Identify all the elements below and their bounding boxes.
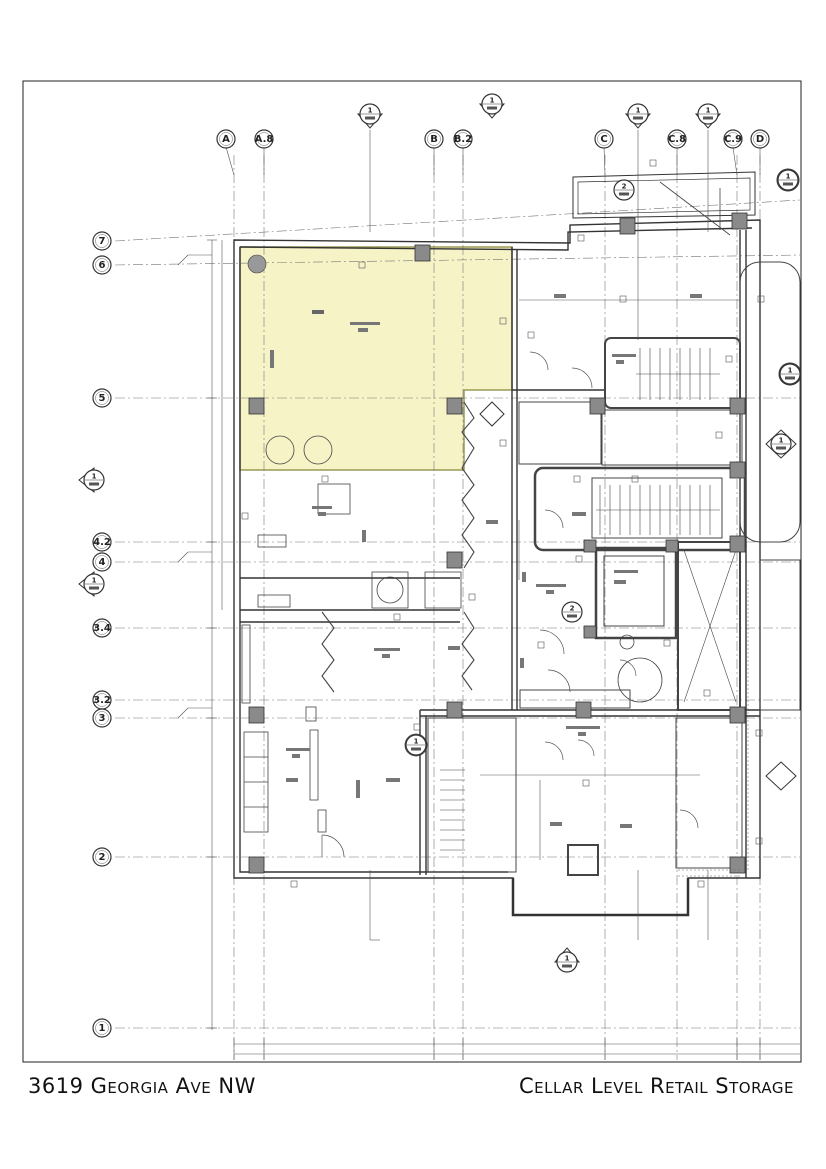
core-rooms bbox=[427, 261, 801, 876]
section-marker-8: 2 bbox=[561, 601, 583, 623]
section-marker-number: 1 bbox=[565, 955, 570, 963]
section-marker-number: 1 bbox=[368, 107, 373, 115]
section-marker-number: 1 bbox=[414, 738, 419, 746]
section-marker-number: 1 bbox=[786, 173, 791, 181]
grid-row-bubble-8-label: 2 bbox=[99, 852, 106, 863]
section-diamonds bbox=[765, 168, 801, 791]
grid-column-bubble-3-label: B.2 bbox=[454, 134, 472, 145]
section-marker-10: 1 bbox=[779, 363, 801, 385]
partition-walls bbox=[321, 401, 475, 693]
grid-column-bubble-7-label: D bbox=[756, 134, 764, 145]
grid-column-bubble-2: B bbox=[424, 129, 444, 149]
dimension-lines bbox=[207, 130, 800, 1060]
section-marker-3: 1 bbox=[694, 103, 722, 129]
grid-row-bubble-6: 3.2 bbox=[92, 690, 112, 710]
round-column bbox=[247, 254, 267, 274]
sheet-frame bbox=[22, 80, 802, 1063]
grid-row-bubble-7-label: 3 bbox=[99, 713, 106, 724]
project-address: 3619 Georgia Ave NW bbox=[28, 1074, 256, 1098]
section-marker-number: 2 bbox=[570, 605, 575, 613]
grid-column-bubble-5: C.8 bbox=[667, 129, 687, 149]
section-marker-1: 1 bbox=[478, 93, 506, 119]
grid-column-bubble-1: A.8 bbox=[254, 129, 274, 149]
grid-column-bubble-2-label: B bbox=[430, 134, 438, 145]
grid-column-bubble-7: D bbox=[750, 129, 770, 149]
grid-row-bubble-1: 6 bbox=[92, 255, 112, 275]
grid-row-bubble-4: 4 bbox=[92, 552, 112, 572]
section-marker-11: 1 bbox=[777, 169, 799, 191]
grid-row-bubble-3: 4.2 bbox=[92, 532, 112, 552]
section-marker-number: 1 bbox=[779, 437, 784, 445]
section-marker-0: 1 bbox=[356, 103, 384, 129]
grid-column-bubble-6: C.9 bbox=[723, 129, 743, 149]
grid-column-bubble-4: C bbox=[594, 129, 614, 149]
section-marker-4: 2 bbox=[613, 179, 635, 201]
grid-column-bubble-0: A bbox=[216, 129, 236, 149]
grid-row-bubble-8: 2 bbox=[92, 847, 112, 867]
grid-row-bubble-2: 5 bbox=[92, 388, 112, 408]
section-marker-7: 1 bbox=[405, 734, 427, 756]
grid-row-bubble-0-label: 7 bbox=[99, 236, 106, 247]
section-marker-number: 1 bbox=[92, 473, 97, 481]
grid-row-bubble-5-label: 3.4 bbox=[93, 623, 111, 634]
grid-column-bubble-0-label: A bbox=[222, 134, 230, 145]
annotation-tags bbox=[241, 159, 765, 888]
structural-columns bbox=[248, 212, 748, 874]
section-marker-number: 1 bbox=[788, 367, 793, 375]
equipment-outlines bbox=[241, 181, 731, 833]
grid-column-bubble-1-label: A.8 bbox=[255, 134, 274, 145]
section-marker-2: 1 bbox=[624, 103, 652, 129]
section-marker-5: 1 bbox=[78, 466, 105, 494]
grid-column-bubble-6-label: C.9 bbox=[724, 134, 742, 145]
section-marker-9: 1 bbox=[553, 947, 581, 973]
section-marker-number: 1 bbox=[636, 107, 641, 115]
section-marker-12: 1 bbox=[770, 433, 792, 455]
sheet-title: Cellar Level Retail Storage bbox=[518, 1074, 794, 1098]
grid-row-bubble-0: 7 bbox=[92, 231, 112, 251]
grid-row-bubble-1-label: 6 bbox=[99, 260, 106, 271]
section-marker-number: 1 bbox=[490, 97, 495, 105]
grid-row-bubble-3-label: 4.2 bbox=[93, 537, 111, 548]
grid-column-bubble-3: B.2 bbox=[453, 129, 473, 149]
retail-storage-room-highlight bbox=[239, 246, 513, 471]
room-label-marks bbox=[270, 294, 702, 828]
foundation-hatch bbox=[678, 580, 749, 877]
grid-row-bubble-9-label: 1 bbox=[99, 1023, 106, 1034]
bubble-leaders bbox=[177, 146, 761, 719]
grid-row-bubble-2-label: 5 bbox=[99, 393, 106, 404]
grid-column-bubble-5-label: C.8 bbox=[668, 134, 686, 145]
section-marker-number: 1 bbox=[92, 577, 97, 585]
section-marker-6: 1 bbox=[78, 570, 105, 598]
grid-row-bubble-4-label: 4 bbox=[99, 557, 106, 568]
grid-row-bubble-5: 3.4 bbox=[92, 618, 112, 638]
section-marker-number: 1 bbox=[706, 107, 711, 115]
grid-row-bubble-7: 3 bbox=[92, 708, 112, 728]
building-walls bbox=[233, 171, 761, 917]
grid-column-bubble-4-label: C bbox=[600, 134, 607, 145]
section-marker-number: 2 bbox=[622, 183, 627, 191]
grid-row-bubble-6-label: 3.2 bbox=[93, 695, 111, 706]
door-swings bbox=[321, 351, 699, 858]
grid-row-bubble-9: 1 bbox=[92, 1018, 112, 1038]
